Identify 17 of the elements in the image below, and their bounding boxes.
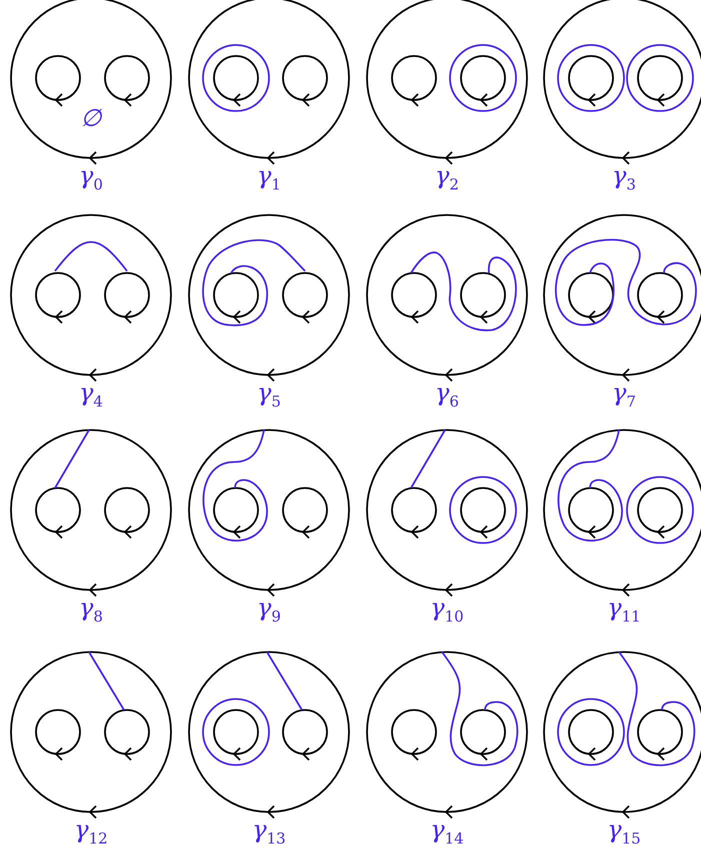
curve-label: γ$_{0}$ — [79, 164, 103, 192]
curve-label: γ$_{1}$ — [257, 164, 281, 192]
curve-label: γ$_{11}$ — [607, 596, 641, 624]
curve-label: γ$_{4}$ — [79, 380, 103, 410]
curve-label: γ$_{12}$ — [74, 818, 108, 846]
empty-set-symbol: ∅ — [80, 106, 102, 130]
curve-label: γ$_{15}$ — [607, 818, 641, 846]
curve-label: γ$_{6}$ — [435, 380, 459, 410]
curve-label: γ$_{10}$ — [430, 596, 464, 624]
curve-label: γ$_{3}$ — [612, 164, 636, 192]
curve-label: γ$_{2}$ — [435, 164, 459, 192]
curve-label: γ$_{7}$ — [612, 380, 636, 410]
curve-label: γ$_{8}$ — [79, 596, 103, 624]
curve-label: γ$_{9}$ — [257, 596, 281, 624]
curve-label: γ$_{13}$ — [252, 818, 286, 846]
curve-label: γ$_{5}$ — [257, 380, 281, 410]
curve-label: γ$_{14}$ — [430, 818, 464, 846]
